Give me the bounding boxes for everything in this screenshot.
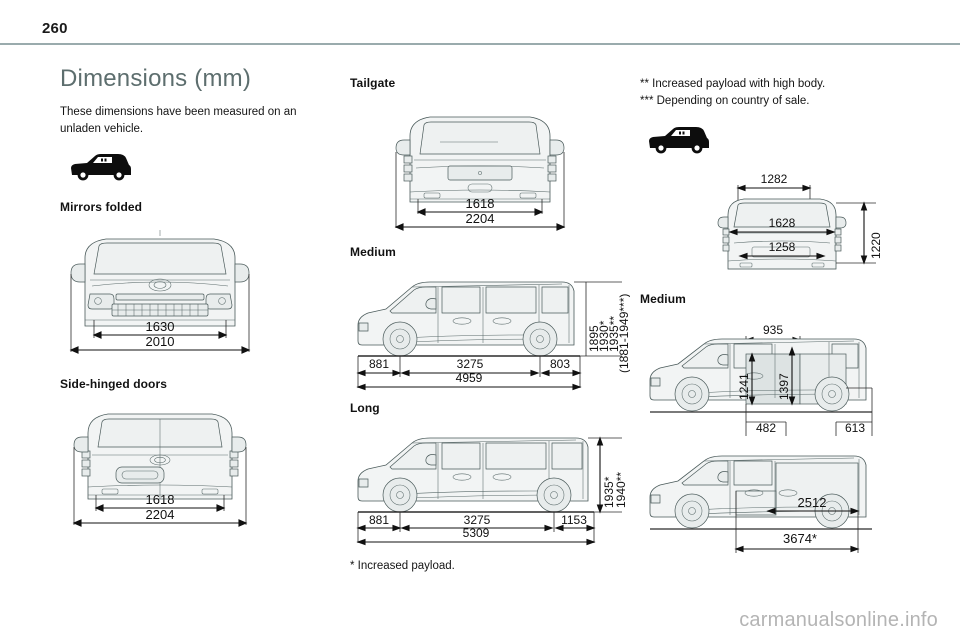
dim-value-outer-width: 2204: [146, 507, 175, 522]
dim-value-wheelbase: 3275: [457, 357, 484, 371]
dim-value-height-2: 1930*: [597, 320, 611, 352]
header-divider: [0, 43, 960, 45]
page-title: Dimensions (mm): [60, 65, 252, 92]
heading-side-hinged-doors: Side-hinged doors: [60, 376, 168, 391]
dim-value-front-overhang: 881: [369, 357, 389, 371]
column-left: Dimensions (mm) These dimensions have be…: [60, 62, 340, 536]
dim-value-outer-width: 2010: [146, 334, 175, 349]
dim-value-mid-width: 1628: [769, 216, 796, 230]
dim-value-door-opening-width: 935: [763, 323, 783, 337]
intro-text: These dimensions have been measured on a…: [60, 106, 297, 136]
dim-value-inner-width: 1618: [146, 492, 175, 507]
dim-value-height-1: 1895: [587, 325, 601, 352]
footnote-high-body: ** Increased payload with high body.: [640, 78, 826, 90]
heading-mirrors-folded: Mirrors folded: [60, 199, 143, 214]
dim-value-inner-width: 1618: [466, 196, 495, 211]
dim-value-front-offset: 482: [756, 421, 776, 435]
dim-value-total-length: 4959: [456, 371, 483, 385]
site-watermark: carmanualsonline.info: [739, 609, 938, 631]
column-middle: Tailgate: [350, 62, 631, 575]
dim-value-front-overhang: 881: [369, 513, 389, 527]
van-silhouette-icon: [646, 125, 940, 155]
dim-value-height-2: 1397: [777, 373, 791, 400]
figure-medium-side: 1895 1930* 1935** (1881-1949***) 881 327…: [350, 269, 631, 399]
figure-load-length: 2512 3674*: [640, 445, 940, 562]
dim-value-total: 3674*: [783, 531, 817, 546]
dim-value-height-range: (1881-1949***): [617, 294, 630, 373]
figure-mirrors-folded: 1630 2010: [60, 228, 340, 363]
dim-value-rear-overhang: 803: [550, 357, 570, 371]
dim-value-height-2: 1940**: [614, 472, 628, 508]
dim-value-bottom-width: 1258: [769, 240, 796, 254]
figure-medium-load: 935: [640, 318, 940, 443]
dim-value-outer-width: 2204: [466, 211, 495, 226]
dim-value-height-1: 1241: [737, 373, 751, 400]
dim-value-total-length: 5309: [463, 526, 490, 540]
dim-value-height-3: 1935**: [607, 316, 621, 352]
footnote-country-of-sale: *** Depending on country of sale.: [640, 94, 810, 107]
dim-value-rear-offset: 613: [845, 421, 865, 435]
figure-long-side: 1935* 1940** 881 3275 1153: [350, 425, 630, 552]
column-right: ** Increased payload with high body. ***…: [640, 62, 940, 562]
figure-rear-opening: 1282: [712, 171, 940, 284]
footnote-increased-payload: * Increased payload.: [350, 560, 455, 572]
dim-value-top-width: 1282: [761, 172, 788, 186]
dim-value-wheelbase: 3275: [464, 513, 491, 527]
heading-medium: Medium: [350, 245, 396, 259]
figure-tailgate: 1618 2204: [380, 106, 630, 239]
dim-value-inner-width: 1630: [146, 319, 175, 334]
figure-side-hinged-doors: 1618 2204: [60, 403, 340, 536]
van-silhouette-icon: [68, 152, 340, 182]
dim-value-load-length: 2512: [798, 495, 827, 510]
dim-value-rear-overhang: 1153: [561, 513, 587, 527]
heading-tailgate: Tailgate: [350, 76, 396, 90]
heading-long: Long: [350, 401, 380, 415]
dim-value-height-1: 1935*: [602, 476, 616, 508]
dim-value-height: 1220: [869, 232, 883, 259]
page-number: 260: [42, 20, 68, 37]
heading-medium-load: Medium: [640, 292, 686, 307]
